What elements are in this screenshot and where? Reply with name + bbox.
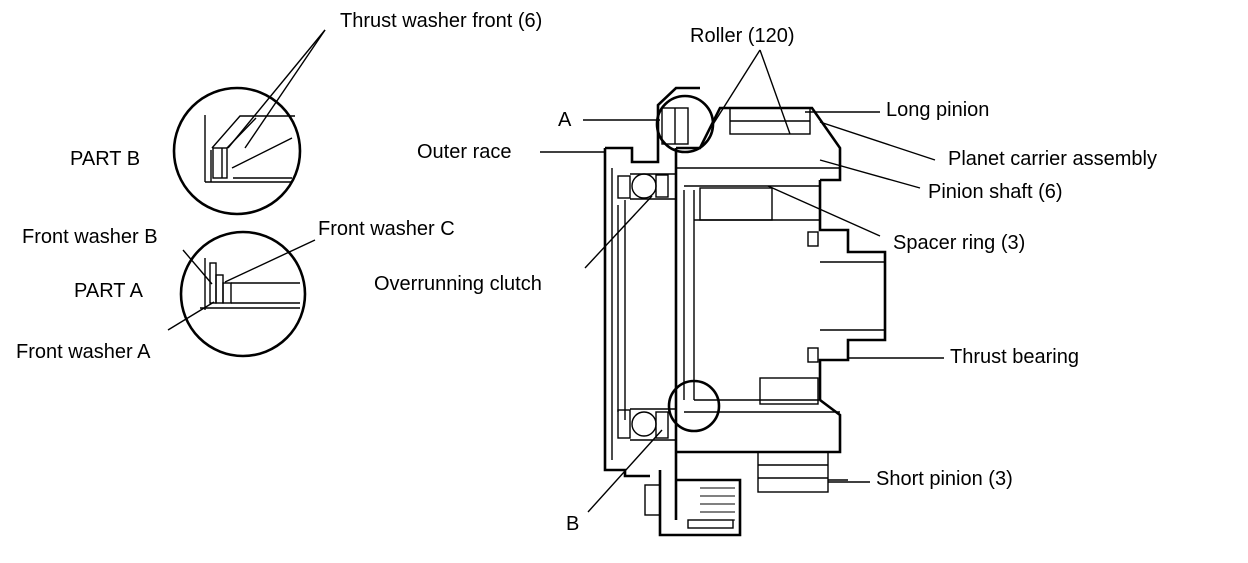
label-spacer-ring: Spacer ring (3) (893, 232, 1025, 254)
main-assembly (603, 86, 887, 537)
label-front-washer-a: Front washer A (16, 341, 151, 363)
label-roller: Roller (120) (690, 25, 794, 47)
label-b: B (566, 513, 579, 535)
label-thrust-washer-front: Thrust washer front (6) (340, 10, 542, 32)
label-outer-race: Outer race (417, 141, 511, 163)
label-a: A (558, 109, 572, 131)
label-long-pinion: Long pinion (886, 99, 989, 121)
detail-part-a (179, 230, 307, 358)
label-pinion-shaft: Pinion shaft (6) (928, 181, 1063, 203)
label-thrust-bearing: Thrust bearing (950, 346, 1079, 368)
label-front-washer-c: Front washer C (318, 218, 455, 240)
label-front-washer-b: Front washer B (22, 226, 158, 248)
leader-lines (167, 29, 944, 513)
labels: Thrust washer front (6) PART B Front was… (16, 10, 1157, 535)
detail-part-b (172, 86, 302, 216)
label-part-a: PART A (74, 280, 144, 302)
label-short-pinion: Short pinion (3) (876, 468, 1013, 490)
label-planet-carrier: Planet carrier assembly (948, 148, 1157, 170)
label-part-b: PART B (70, 148, 140, 170)
label-overrunning-clutch: Overrunning clutch (374, 273, 542, 295)
